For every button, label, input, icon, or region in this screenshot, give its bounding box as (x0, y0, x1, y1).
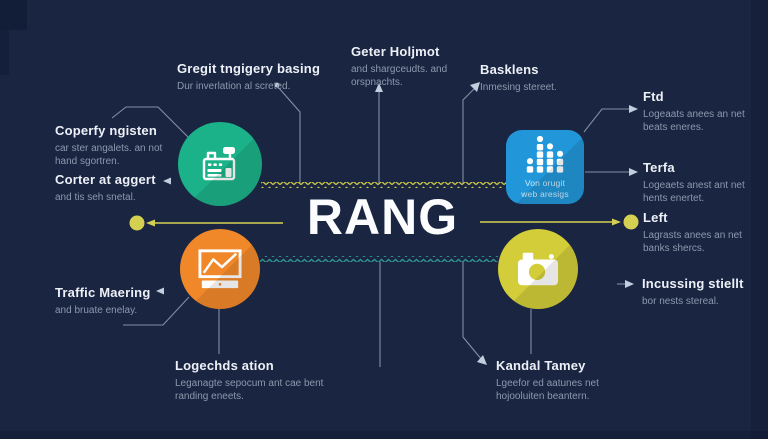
arrow-right-icon (629, 168, 638, 176)
bar-chart-icon (526, 135, 564, 173)
arrow-up-icon (375, 83, 383, 92)
connector-lines (111, 86, 631, 367)
connector-coperfy (111, 106, 191, 140)
arrow-right-icon (612, 218, 621, 226)
yellow-dot-left (129, 215, 145, 231)
yellow-dot-right (623, 214, 639, 230)
arrow-right-icon (629, 105, 638, 113)
connector-gregit (277, 86, 301, 183)
arrow-left-icon (163, 177, 171, 185)
label-title: Traffic Maering (55, 285, 151, 300)
arrow-down-right-icon (477, 355, 487, 365)
node-caption-line: Von orugit (524, 177, 566, 188)
node-bar-chart: Von orugit web aresigs (506, 130, 584, 204)
label-title: Coperfy ngisten (55, 123, 157, 138)
arrow-left-icon (156, 287, 164, 295)
label-desc: Logeaats anees an net beats eneres. (643, 108, 745, 134)
connector-ftd (583, 108, 631, 133)
label-title: Incussing stiellt (642, 276, 744, 291)
label-right-1: Ftd Logeaats anees an net beats eneres. (643, 89, 753, 135)
line-chart-monitor-icon (198, 249, 242, 289)
connector-traffic (123, 296, 190, 326)
node-monitor (180, 229, 260, 309)
label-desc: Inmesing stereet. (480, 81, 557, 93)
label-title: Logechds ation (175, 358, 274, 373)
label-left-3: Traffic Maering and bruate enelay. (55, 285, 175, 317)
label-title: Left (643, 210, 668, 225)
label-title: Geter Holjmot (351, 44, 440, 59)
node-caption: Von orugit web aresigs (521, 178, 569, 200)
label-bottom-right: Kandal Tamey Lgeefor ed aatunes net hojo… (496, 358, 636, 404)
arrowhead-icons (156, 82, 638, 365)
label-top-left: Gregit tngigery basing Dur inverlation a… (177, 61, 352, 93)
center-title: RANG (306, 189, 459, 245)
connector-basklens (462, 86, 477, 184)
node-factory (178, 122, 262, 206)
label-desc: Leganagte sepocum ant cae bent randing e… (175, 377, 324, 403)
label-title: Gregit tngigery basing (177, 61, 321, 76)
label-right-2: Terfa Logeaets anest ant net hents enert… (643, 160, 753, 206)
label-title: Corter at aggert (55, 172, 156, 187)
label-desc: and shargceudts. and orspnachts. (351, 63, 448, 89)
arrow-right-icon (625, 280, 634, 288)
label-title: Ftd (643, 89, 664, 104)
label-bottom-left: Logechds ation Leganagte sepocum ant cae… (175, 358, 325, 404)
node-camera (498, 229, 578, 309)
label-right-3: Left Lagrasts anees an net banks shercs. (643, 210, 753, 256)
label-desc: car ster angalets. an not hand sgortren. (55, 142, 163, 168)
node-caption-line: web aresigs (521, 189, 569, 199)
label-left-2: Corter at aggert and tis seh snetal. (55, 172, 175, 204)
factory-icon (202, 147, 236, 181)
camera-icon (518, 252, 558, 286)
label-desc: Lagrasts anees an net banks shercs. (643, 229, 742, 255)
label-right-4: Incussing stiellt bor nests stereal. (642, 276, 764, 308)
zigzag-teal (260, 256, 498, 262)
label-desc: bor nests stereal. (642, 295, 719, 307)
label-desc: Dur inverlation al screted. (177, 80, 291, 92)
label-top-right: Basklens Inmesing stereet. (480, 62, 610, 94)
label-title: Basklens (480, 62, 539, 77)
label-top-mid: Geter Holjmot and shargceudts. and orspn… (351, 44, 451, 90)
label-left-1: Coperfy ngisten car ster angalets. an no… (55, 123, 173, 169)
label-desc: Lgeefor ed aatunes net hojooluiten beant… (496, 377, 599, 403)
connector-kandal-d (462, 261, 483, 361)
arrow-up-right-icon (470, 82, 480, 92)
label-title: Terfa (643, 160, 675, 175)
label-desc: and bruate enelay. (55, 304, 138, 316)
label-desc: and tis seh snetal. (55, 191, 136, 203)
pointer-dot (274, 82, 280, 88)
zigzag-yellow (261, 182, 506, 188)
arrow-left-icon (146, 219, 155, 227)
yellow-axis (129, 214, 639, 231)
label-desc: Logeaets anest ant net hents enertet. (643, 179, 745, 205)
label-title: Kandal Tamey (496, 358, 586, 373)
